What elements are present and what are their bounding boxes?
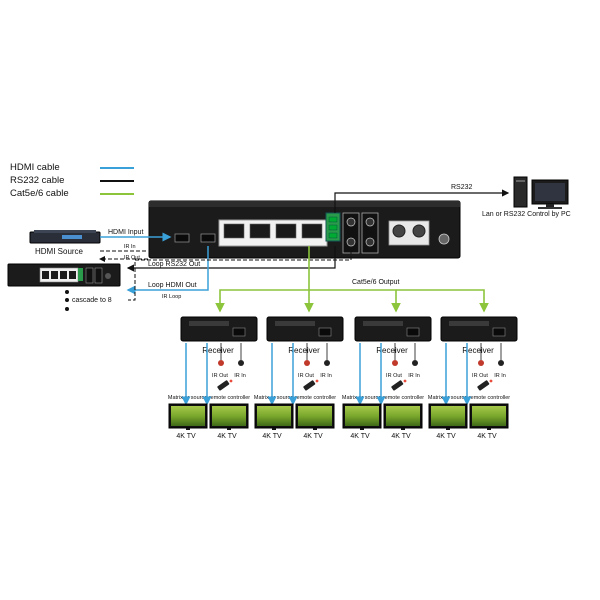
ir-receiver-icon [324, 360, 330, 366]
tv-stand [401, 428, 405, 430]
tv-label: 4K TV [303, 433, 323, 440]
hdmi-in-port [174, 233, 190, 243]
tv-label: 4K TV [477, 433, 497, 440]
pc-control-label: Lan or RS232 Control by PC [482, 211, 571, 218]
receiver-panel [275, 321, 315, 326]
receiver-port [406, 327, 420, 337]
legend-rs232-label: RS232 cable [10, 175, 65, 186]
rs232-pc-cable [334, 189, 510, 213]
tv-screen [386, 406, 420, 426]
pc-icon [513, 176, 569, 209]
ir-receiver-icon [412, 360, 418, 366]
ir-out-label: IR Out [124, 255, 140, 261]
tv-stand [446, 428, 450, 430]
legend-hdmi-label: HDMI cable [10, 162, 60, 173]
tv-label: 4K TV [176, 433, 196, 440]
cascade-to-label: cascade to 8 [72, 297, 112, 304]
rs232-control-label: RS232 [451, 184, 473, 191]
cat-output-cables [215, 246, 489, 313]
tv-screen [257, 406, 291, 426]
tv-stand [272, 428, 276, 430]
cascade-dot [65, 307, 69, 311]
receiver-device [266, 316, 344, 342]
receiver-ir-in-label: IR In [494, 373, 506, 379]
remote-icon [303, 380, 316, 391]
hdmi-source-device [29, 230, 101, 244]
tv-screen [212, 406, 246, 426]
power-jack [438, 233, 450, 245]
receiver-ir-out-label: IR Out [472, 373, 488, 379]
remote-signal-icon [229, 379, 233, 383]
receiver-port [232, 327, 246, 337]
receiver-label: Receiver [288, 346, 320, 355]
receiver-ir-in-label: IR In [408, 373, 420, 379]
tv-stand [313, 428, 317, 430]
tv-stand [487, 428, 491, 430]
tv-label: 4K TV [391, 433, 411, 440]
loop-hdmi-cable [126, 246, 209, 295]
hdmi-source-label: HDMI Source [34, 247, 84, 256]
ir-emitter-icon [218, 360, 224, 366]
legend-cat-label: Cat5e/6 cable [10, 188, 69, 199]
receiver-label: Receiver [462, 346, 494, 355]
tv-screen [345, 406, 379, 426]
remote-icon [217, 380, 230, 391]
ir-receiver-icon [498, 360, 504, 366]
ir-receiver-icon [238, 360, 244, 366]
tv-stand [227, 428, 231, 430]
ir-jack [346, 237, 356, 247]
ir-jack [365, 237, 375, 247]
loop-rs232-cable [126, 246, 336, 272]
receiver-ir-in-label: IR In [234, 373, 246, 379]
tv-label: 4K TV [217, 433, 237, 440]
ir-jack [346, 217, 356, 227]
receiver-device [180, 316, 258, 342]
ir-emitter-icon [478, 360, 484, 366]
tv-screen [472, 406, 506, 426]
tv-screen [171, 406, 205, 426]
receiver-device [440, 316, 518, 342]
tv-label: 4K TV [436, 433, 456, 440]
receiver-port [318, 327, 332, 337]
receiver-ir-in-label: IR In [320, 373, 332, 379]
receiver-port [492, 327, 506, 337]
receiver-panel [363, 321, 403, 326]
remote-icon [477, 380, 490, 391]
cascade-dot [65, 298, 69, 302]
loop-hdmi-out-label: Loop HDMI Out [148, 282, 197, 289]
ir-jack [365, 217, 375, 227]
cat-output-label: Cat5e/6 Output [352, 279, 400, 286]
tv-screen [431, 406, 465, 426]
receiver-label: Receiver [202, 346, 234, 355]
receiver-ir-out-label: IR Out [212, 373, 228, 379]
receiver-device [354, 316, 432, 342]
ir-emitter-icon [392, 360, 398, 366]
cascade-dot [65, 290, 69, 294]
tv-stand [360, 428, 364, 430]
receiver-panel [449, 321, 489, 326]
remote-signal-icon [403, 379, 407, 383]
hdbaset-matrix-device [148, 200, 461, 259]
remote-signal-icon [489, 379, 493, 383]
receiver-ir-out-label: IR Out [386, 373, 402, 379]
remote-signal-icon [315, 379, 319, 383]
tv-label: 4K TV [262, 433, 282, 440]
remote-icon [391, 380, 404, 391]
tv-screen [298, 406, 332, 426]
ir-in-label: IR In [124, 244, 136, 250]
receiver-ir-out-label: IR Out [298, 373, 314, 379]
ir-loop-cable [128, 250, 352, 301]
receiver-panel [189, 321, 229, 326]
ir-emitter-icon [304, 360, 310, 366]
ir-loop-label: IR Loop [162, 294, 182, 300]
loop-rs232-out-label: Loop RS232 Out [148, 261, 201, 268]
cascade-matrix-device [7, 263, 121, 287]
hdmi-loop-port [200, 233, 216, 243]
tv-stand [186, 428, 190, 430]
receiver-label: Receiver [376, 346, 408, 355]
tv-label: 4K TV [350, 433, 370, 440]
hdmi-input-label: HDMI Input [108, 229, 144, 236]
